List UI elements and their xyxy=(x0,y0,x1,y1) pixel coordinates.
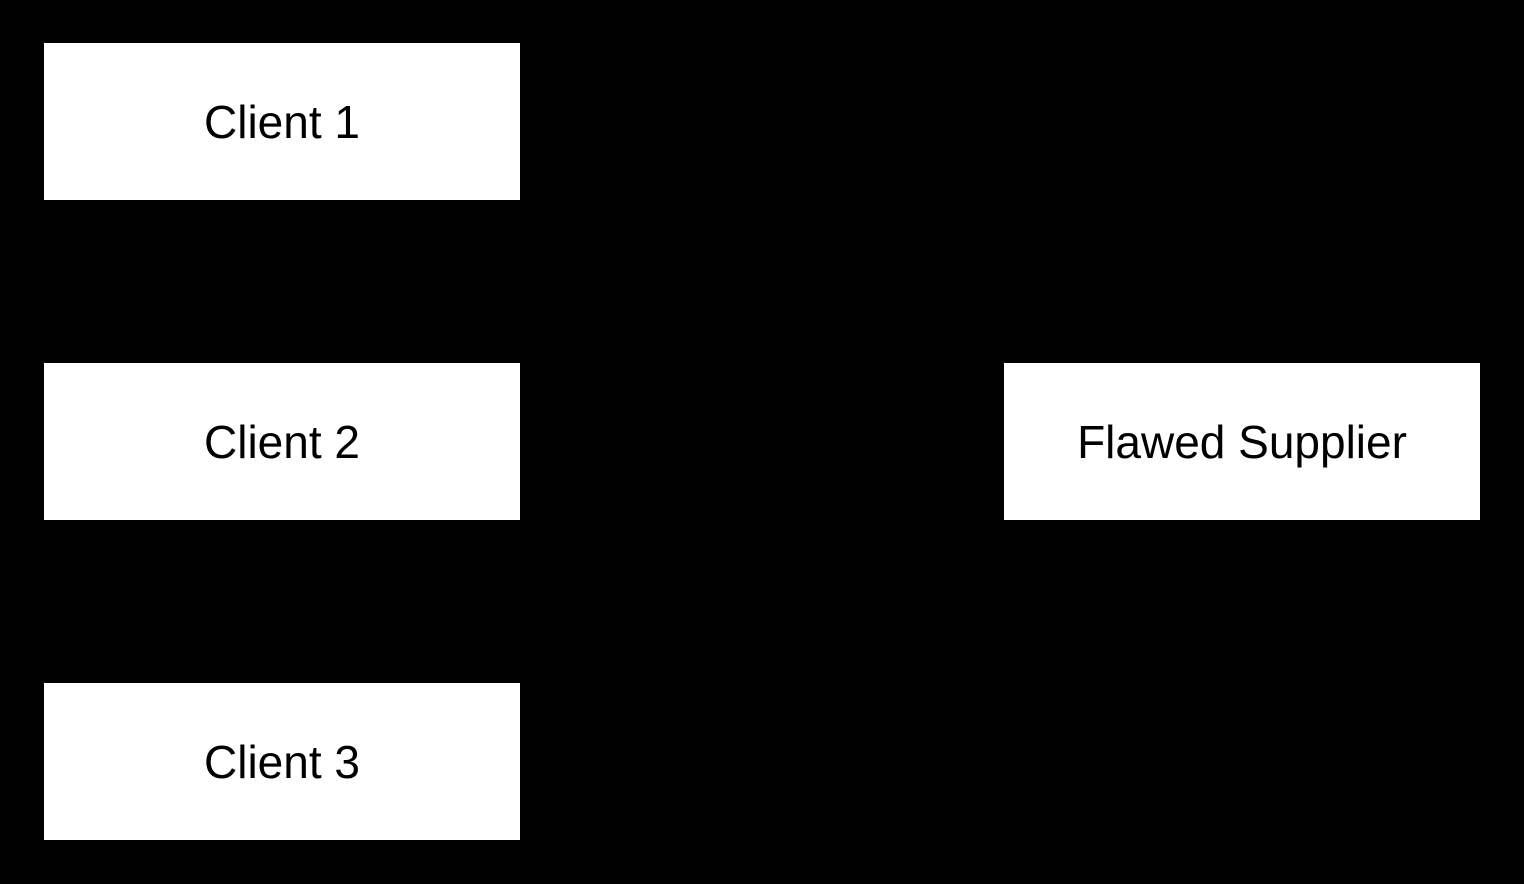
node-flawed-supplier-label: Flawed Supplier xyxy=(1077,415,1407,468)
node-client-1-label: Client 1 xyxy=(204,95,360,148)
node-client-2-label: Client 2 xyxy=(204,415,360,468)
node-client-3: Client 3 xyxy=(44,683,520,840)
node-client-1: Client 1 xyxy=(44,43,520,200)
node-flawed-supplier: Flawed Supplier xyxy=(1004,363,1480,520)
node-client-2: Client 2 xyxy=(44,363,520,520)
node-client-3-label: Client 3 xyxy=(204,735,360,788)
